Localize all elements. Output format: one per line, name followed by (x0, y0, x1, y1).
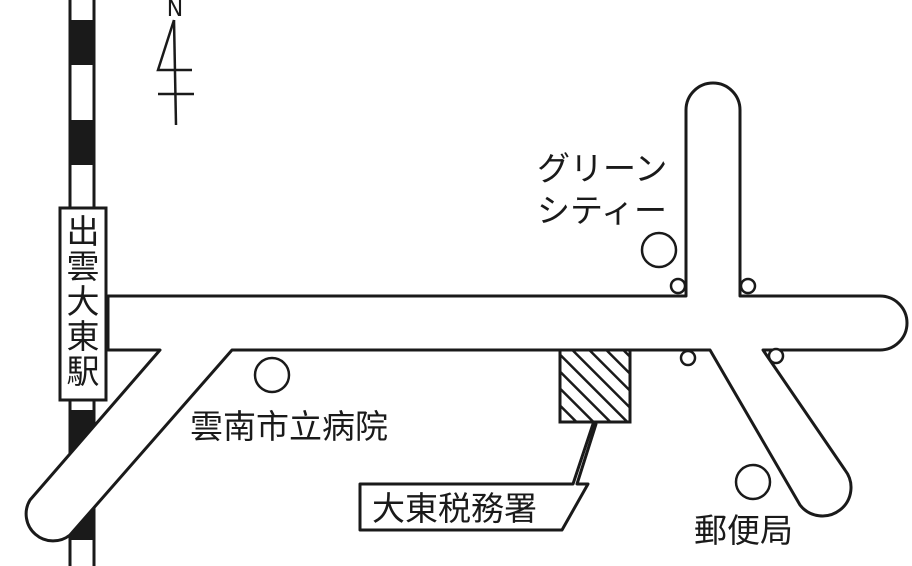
hatched-building-icon (558, 348, 632, 424)
landmark-hospital: 雲南市立病院 (190, 356, 388, 446)
circle-marker-icon (253, 356, 291, 394)
target-tax-office: 大東税務署 (358, 348, 632, 532)
circle-marker-icon (640, 231, 678, 269)
landmark-label: グリーン (537, 149, 667, 188)
north-arrow-icon: N (156, 0, 194, 126)
intersection-markers (669, 277, 785, 367)
road-network (24, 81, 909, 543)
landmark-label: シティー (537, 191, 667, 230)
landmark-post-office: 郵便局 (694, 463, 793, 550)
circle-marker-icon (734, 463, 772, 501)
landmark-green-city: グリーン シティー (537, 149, 678, 269)
station-label: 出雲大東駅 (58, 206, 108, 402)
target-label: 大東税務署 (372, 489, 537, 528)
callout-box (358, 422, 598, 532)
landmark-label: 郵便局 (694, 511, 793, 550)
station-name: 出雲大東駅 (67, 212, 100, 391)
landmark-label: 雲南市立病院 (190, 407, 388, 446)
compass-letter: N (167, 0, 183, 22)
